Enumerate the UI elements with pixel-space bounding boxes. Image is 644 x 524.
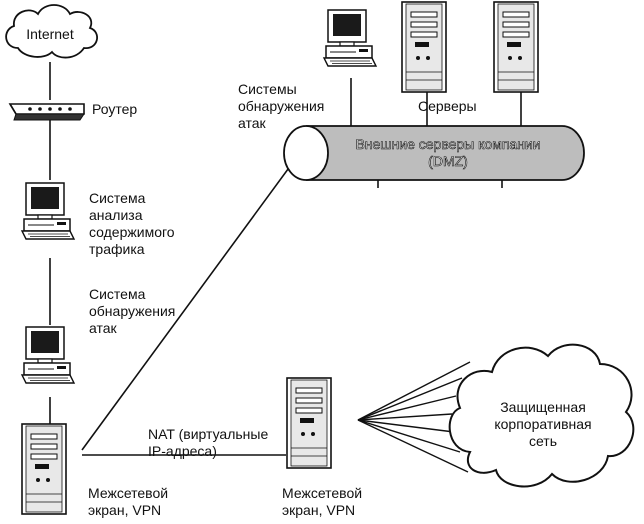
router-label: Роутер [92,101,138,117]
link-firewall-dmz [81,149,303,451]
fan-links [357,361,471,473]
ids-left-label: Система обнаружения атак [89,286,176,336]
server-tower-icon [401,1,447,93]
protected-network-label: Защищенная корпоративная сеть [494,399,592,449]
firewall-left-label: Межсетевой экран, VPN [88,485,169,518]
ids-dmz-label: Системы обнаружения атак [238,81,325,131]
tube-segment-icon [283,125,585,181]
server-tower-icon [21,423,67,515]
server-tower-icon [493,1,539,93]
dmz-label: Внешние серверы компании (DMZ) [355,136,541,170]
content-analysis-label: Система анализа содержимого трафика [89,190,175,257]
internet-label: Internet [26,26,74,42]
cloud-icon [5,4,98,59]
workstation-icon [21,326,75,384]
server-tower-icon [286,377,332,469]
workstation-icon [21,182,75,240]
nat-label: NAT (виртуальные IP-адреса) [148,426,269,459]
workstation-icon [323,9,377,67]
cloud-icon [448,343,635,488]
servers-label: Серверы [418,98,477,114]
firewall-center-label: Межсетевой экран, VPN [282,485,363,518]
router-icon [8,103,85,121]
